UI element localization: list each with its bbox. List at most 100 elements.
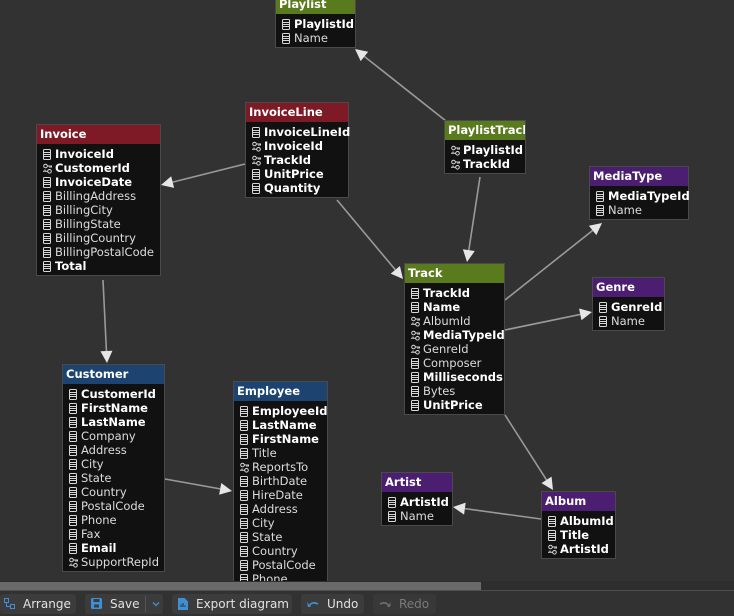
table-column[interactable]: City (69, 457, 164, 471)
table-column[interactable]: PostalCode (240, 558, 327, 572)
table-column[interactable]: UnitPrice (252, 167, 348, 181)
table-column[interactable]: InvoiceDate (43, 175, 160, 189)
table-column[interactable]: BillingState (43, 217, 160, 231)
table-column[interactable]: Email (69, 541, 164, 555)
table-column[interactable]: SupportRepId (69, 555, 164, 569)
relation-invoiceline-to-invoice[interactable] (161, 163, 246, 188)
table-column[interactable]: BillingCity (43, 203, 160, 217)
table-column[interactable]: ArtistId (388, 495, 452, 509)
save-button[interactable]: Save (85, 593, 163, 614)
table-title[interactable]: Customer (63, 365, 164, 384)
table-column[interactable]: Quantity (252, 181, 348, 195)
table-column[interactable]: ArtistId (548, 542, 615, 556)
table-column[interactable]: Title (240, 446, 327, 460)
table-column[interactable]: Name (388, 509, 452, 523)
table-column[interactable]: EmployeeId (240, 404, 328, 418)
table-title[interactable]: Track (405, 264, 504, 283)
table-column[interactable]: AlbumId (411, 314, 504, 328)
table-column[interactable]: Country (69, 485, 164, 499)
table-column[interactable]: BillingAddress (43, 189, 160, 203)
table-column[interactable]: PostalCode (69, 499, 164, 513)
save-dropdown-chevron-icon[interactable] (152, 601, 160, 607)
table-column[interactable]: CustomerId (43, 161, 160, 175)
table-column[interactable]: GenreId (411, 342, 504, 356)
relation-invoiceline-to-track[interactable] (336, 199, 403, 279)
table-column[interactable]: TrackId (451, 157, 525, 171)
table-column[interactable]: HireDate (240, 488, 327, 502)
table-column[interactable]: Name (282, 31, 355, 45)
table-column[interactable]: CustomerId (69, 387, 164, 401)
table-column[interactable]: Country (240, 544, 327, 558)
table-column[interactable]: TrackId (252, 153, 348, 167)
table-column[interactable]: MediaTypeId (596, 189, 690, 203)
table-column[interactable]: Name (599, 314, 664, 328)
relation-playlisttrack-to-track[interactable] (462, 176, 481, 262)
table-column[interactable]: BillingPostalCode (43, 245, 160, 259)
relation-track-to-mediatype[interactable] (504, 223, 602, 301)
table-title[interactable]: Artist (382, 473, 452, 492)
table-column[interactable]: Name (411, 300, 504, 314)
table-column[interactable]: GenreId (599, 300, 664, 314)
table-title[interactable]: Playlist (276, 0, 355, 14)
table-column[interactable]: Composer (411, 356, 504, 370)
table-column[interactable]: City (240, 516, 327, 530)
table-title[interactable]: InvoiceLine (246, 103, 348, 122)
relation-track-to-genre[interactable] (504, 308, 592, 331)
undo-button[interactable]: Undo (301, 593, 364, 614)
table-title[interactable]: Employee (234, 382, 327, 401)
table-column[interactable]: Total (43, 259, 160, 273)
relation-album-to-artist[interactable] (453, 502, 542, 520)
table-column[interactable]: FirstName (240, 432, 327, 446)
table-column[interactable]: Phone (69, 513, 164, 527)
table-column[interactable]: InvoiceId (252, 139, 348, 153)
table-column[interactable]: Phone (240, 572, 327, 581)
relation-track-to-album[interactable] (504, 414, 553, 490)
table-column[interactable]: State (240, 530, 327, 544)
table-column[interactable]: AlbumId (548, 514, 615, 528)
table-title[interactable]: PlaylistTrack (445, 121, 525, 140)
table-column[interactable]: ReportsTo (240, 460, 327, 474)
table-column[interactable]: PlaylistId (282, 17, 355, 31)
table-column[interactable]: Address (240, 502, 327, 516)
table-column[interactable]: BillingCountry (43, 231, 160, 245)
table-column[interactable]: LastName (240, 418, 327, 432)
relation-customer-to-employee[interactable] (164, 478, 232, 495)
table-title[interactable]: Genre (593, 278, 664, 297)
table-title[interactable]: Album (542, 492, 615, 511)
table-column[interactable]: Address (69, 443, 164, 457)
scrollbar-thumb[interactable] (0, 582, 481, 590)
table-column[interactable]: Company (69, 429, 164, 443)
table-column[interactable]: BirthDate (240, 474, 327, 488)
export-diagram-button[interactable]: Export diagram (172, 593, 292, 614)
arrange-button[interactable]: Arrange (0, 593, 76, 614)
table-column[interactable]: Fax (69, 527, 164, 541)
table-column[interactable]: FirstName (69, 401, 164, 415)
table-column[interactable]: Milliseconds (411, 370, 504, 384)
table-column[interactable]: InvoiceLineId (252, 125, 350, 139)
table-column[interactable]: LastName (69, 415, 164, 429)
table-column[interactable]: Title (548, 528, 615, 542)
table-column[interactable]: UnitPrice (411, 398, 504, 412)
relation-playlisttrack-to-playlist[interactable] (355, 49, 447, 122)
table-column[interactable]: PlaylistId (451, 143, 525, 157)
redo-button[interactable]: Redo (373, 593, 436, 614)
relation-invoice-to-customer[interactable] (100, 279, 113, 363)
horizontal-scrollbar[interactable] (0, 581, 734, 591)
table-column[interactable]: TrackId (411, 286, 504, 300)
table-title[interactable]: MediaType (590, 167, 688, 186)
table-column[interactable]: MediaTypeId (411, 328, 505, 342)
table-column[interactable]: State (69, 471, 164, 485)
table-column[interactable]: Bytes (411, 384, 504, 398)
table-column[interactable]: InvoiceId (43, 147, 160, 161)
